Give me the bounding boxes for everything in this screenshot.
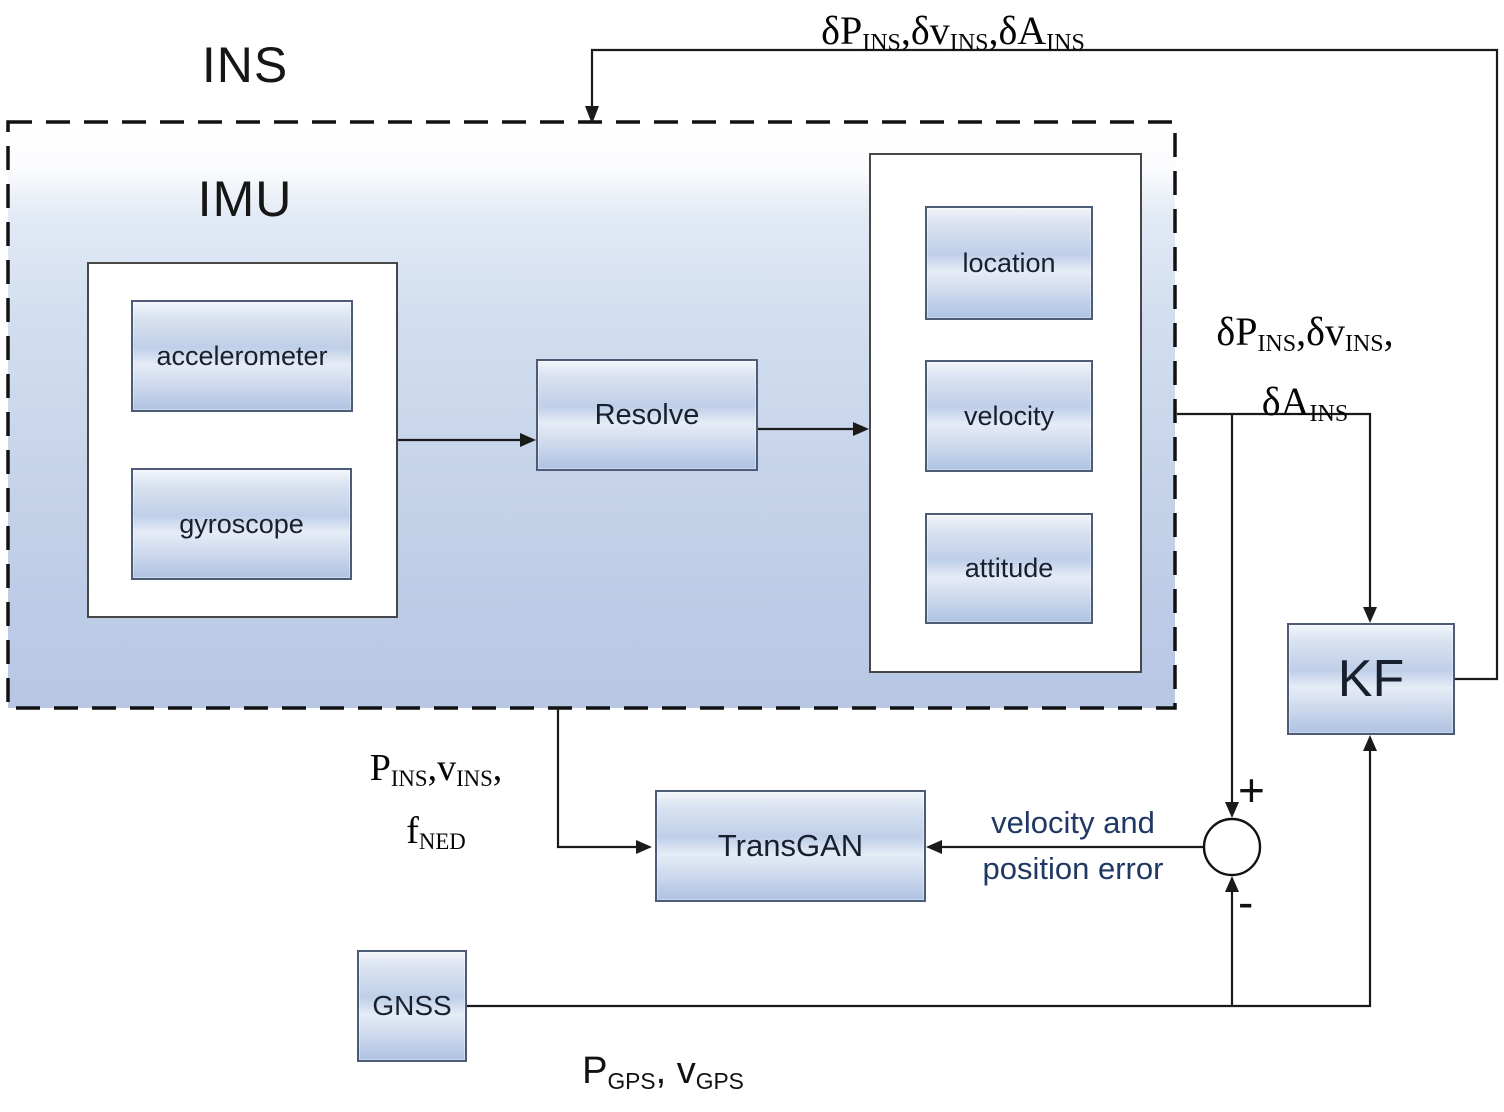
gps-output-label: PGPS, vGPS	[582, 1050, 744, 1094]
transgan-box: TransGAN	[655, 790, 926, 902]
right-feedback-line2: δAINS	[1261, 379, 1349, 428]
ins-error-to-kf-line	[1177, 412, 1372, 607]
resolve-box: Resolve	[536, 359, 758, 471]
right-feedback-line1: δPINS,δvINS,	[1216, 309, 1394, 358]
summing-junction-circle	[1202, 817, 1262, 877]
resolve-label: Resolve	[594, 398, 700, 431]
transgan-label: TransGAN	[717, 828, 864, 863]
arrow-into-sum-top	[1225, 802, 1239, 818]
kalman-filter-box: KF	[1287, 623, 1455, 735]
ins-nav-line1: PINS,vINS,	[369, 747, 503, 791]
gyroscope-label: gyroscope	[179, 508, 304, 539]
kalman-filter-label: KF	[1337, 650, 1405, 708]
sum-plus-sign: +	[1238, 764, 1265, 816]
right-feedback-signal-label: δPINS,δvINS, δAINS	[1150, 303, 1460, 443]
gnss-to-kf-line	[467, 751, 1372, 1008]
imu-group-title: IMU	[197, 171, 293, 227]
top-feedback-signal-label: δPINS,δvINS,δAINS	[821, 8, 1085, 57]
error-label-line1: velocity and	[991, 805, 1155, 840]
ins-nav-output-label: PINS,vINS, fNED	[286, 742, 586, 868]
attitude-label: attitude	[964, 553, 1054, 583]
arrow-into-sum-bottom	[1225, 876, 1239, 892]
gnss-label: GNSS	[372, 990, 452, 1021]
velocity-label: velocity	[963, 400, 1055, 431]
arrow-into-transgan-right	[926, 840, 942, 854]
arrow-into-output-box	[853, 422, 869, 436]
sum-minus-sign: -	[1238, 876, 1254, 928]
location-box: location	[925, 206, 1093, 320]
arrow-into-kf-bottom	[1363, 735, 1377, 751]
attitude-box: attitude	[925, 513, 1093, 624]
error-signal-label: velocity and position error	[948, 800, 1198, 892]
arrow-into-kf-top	[1363, 607, 1377, 623]
ins-region-title: INS	[201, 37, 289, 93]
accelerometer-box: accelerometer	[131, 300, 353, 412]
ins-to-transgan-line	[556, 708, 636, 849]
arrow-into-transgan-left	[636, 840, 652, 854]
arrow-into-resolve	[520, 433, 536, 447]
error-label-line2: position error	[982, 851, 1164, 886]
arrow-into-ins	[585, 106, 599, 124]
accelerometer-label: accelerometer	[156, 340, 328, 371]
gyroscope-box: gyroscope	[131, 468, 352, 580]
velocity-box: velocity	[925, 360, 1093, 472]
gnss-box: GNSS	[357, 950, 467, 1062]
ins-nav-line2: fNED	[406, 809, 466, 854]
location-label: location	[962, 247, 1056, 278]
kf-feedback-loop-line	[590, 48, 1499, 681]
